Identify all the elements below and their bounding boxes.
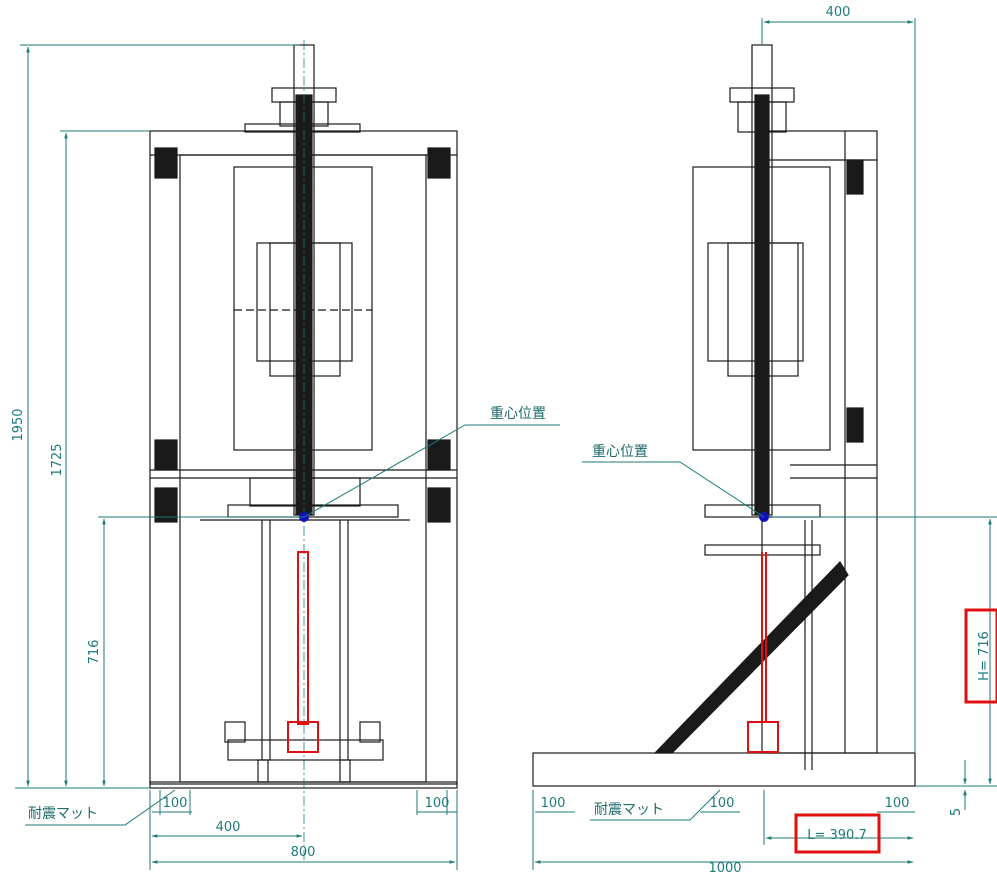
dim-label-mat-left-front: 100	[163, 796, 188, 811]
dim-label-716-front: 716	[87, 640, 102, 665]
dim-label-1000: 1000	[708, 861, 741, 876]
side-cog-label: 重心位置	[592, 444, 648, 460]
front-highlight-part	[287, 551, 319, 753]
front-view	[149, 40, 458, 860]
dim-label-mat-right-front: 100	[425, 796, 450, 811]
side-highlight-part	[747, 552, 779, 753]
highlight-label-l: L= 390.7	[807, 828, 866, 843]
front-corner-brackets	[154, 147, 451, 523]
front-mat-label: 耐震マット	[28, 806, 98, 822]
dim-label-mat-right-side: 100	[885, 796, 910, 811]
dim-label-mat-thickness: 5	[949, 808, 964, 816]
side-diagonal-brace	[653, 561, 849, 754]
front-cog-leader	[303, 424, 560, 518]
dim-label-1950: 1950	[11, 408, 26, 441]
dim-label-400-side: 400	[826, 5, 851, 20]
side-view	[532, 44, 916, 787]
highlight-box-h	[964, 608, 997, 704]
front-mat-leader	[25, 789, 176, 826]
dim-label-1725: 1725	[50, 443, 65, 476]
dim-label-800: 800	[291, 845, 316, 860]
side-mat-leader	[590, 789, 721, 821]
front-mid-platform	[227, 504, 399, 518]
side-mat-label: 耐震マット	[594, 802, 664, 818]
highlight-box-l	[794, 813, 881, 854]
side-cog-leader	[582, 461, 765, 518]
highlight-label-h: H= 716	[977, 631, 992, 681]
side-corner-brackets	[846, 159, 864, 443]
front-cog-label: 重心位置	[490, 406, 546, 422]
front-base	[149, 781, 458, 789]
side-base	[532, 752, 916, 787]
dim-label-mat-mid-side: 100	[710, 796, 735, 811]
dim-label-mat-left-side: 100	[541, 796, 566, 811]
dim-label-400-front: 400	[216, 820, 241, 835]
